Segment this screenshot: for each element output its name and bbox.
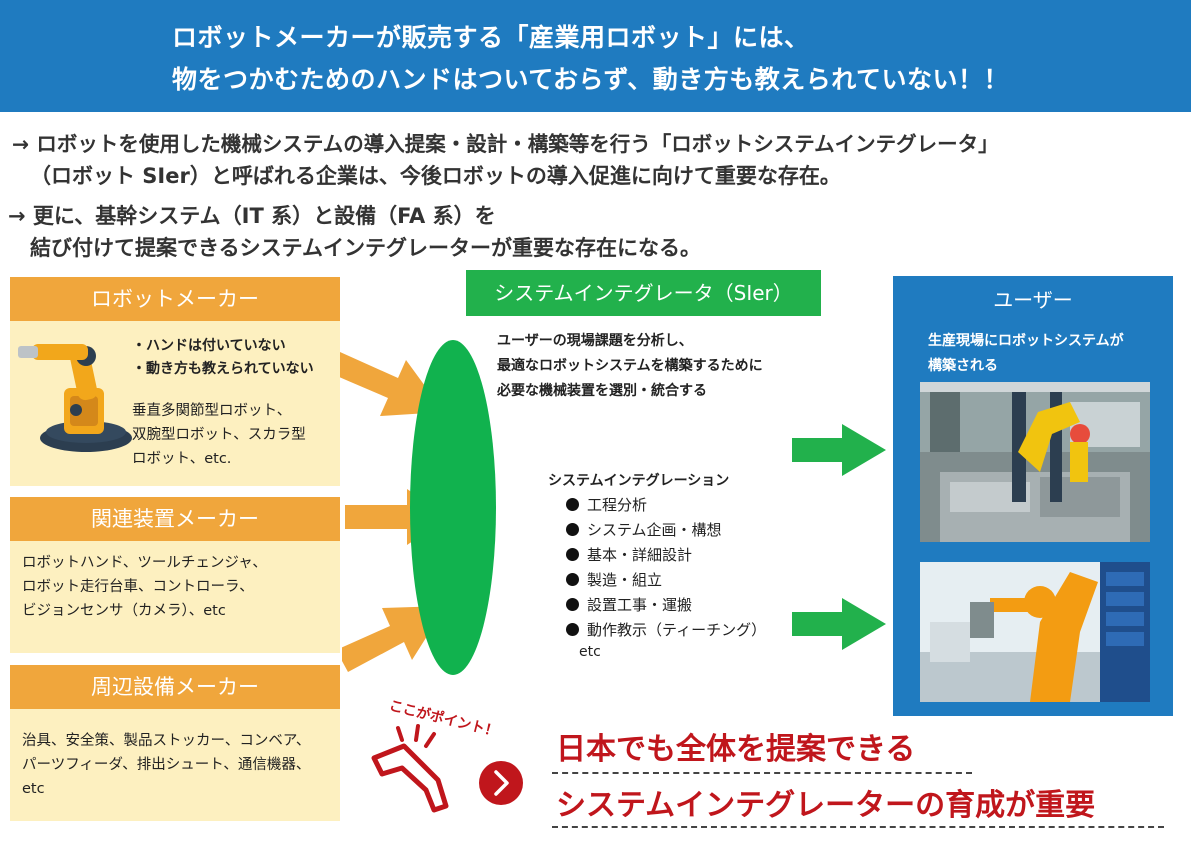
integrator-desc-2: 最適なロボットシステムを構築するために <box>497 358 763 374</box>
peripheral-maker-desc-3: etc <box>22 781 45 797</box>
integrator-desc-3: 必要な機械装置を選別・統合する <box>497 383 707 399</box>
banner-line-2: 物をつかむためのハンドはついておらず、動き方も教えられていない！！ <box>172 65 1010 94</box>
integrator-header: システムインテグレータ（SIer） <box>466 270 821 316</box>
robot-maker-arrow-icon <box>340 352 444 416</box>
integration-step: 基本・詳細設計 <box>566 544 692 565</box>
equipment-maker-desc-2: ロボット走行台車、コントローラ、 <box>22 579 254 595</box>
user-header: ユーザー <box>993 288 1073 312</box>
bullet-icon <box>566 598 579 611</box>
chevron-right-icon <box>479 761 523 805</box>
integration-step: 工程分析 <box>566 494 647 515</box>
peripheral-maker-body <box>10 709 340 821</box>
robot-maker-desc-1: 垂直多関節型ロボット、 <box>132 403 292 419</box>
integration-steps-etc: etc <box>579 644 601 660</box>
title-banner: ロボットメーカーが販売する「産業用ロボット」には、 物をつかむためのハンドはつい… <box>0 0 1191 112</box>
integration-step: 製造・組立 <box>566 569 662 590</box>
to-user-arrow-top-icon <box>792 424 886 476</box>
robot-maker-bullet-1: ・ハンドは付いていない <box>132 338 286 354</box>
user-desc-2: 構築される <box>928 358 998 374</box>
integration-step: 動作教示（ティーチング） <box>566 619 766 640</box>
dashed-underline-1 <box>552 772 972 774</box>
equipment-maker-desc-1: ロボットハンド、ツールチェンジャ、 <box>22 555 267 571</box>
bullet-icon <box>566 548 579 561</box>
peripheral-maker-desc-1: 治具、安全策、製品ストッカー、コンベア、 <box>22 733 311 749</box>
pointing-hand-icon <box>371 724 449 813</box>
point-2-line-1: → 更に、基幹システム（IT 系）と設備（FA 系）を <box>8 204 496 228</box>
point-1-line-1: → ロボットを使用した機械システムの導入提案・設計・構築等を行う「ロボットシステ… <box>12 132 999 156</box>
point-1-line-2: （ロボット SIer）と呼ばれる企業は、今後ロボットの導入促進に向けて重要な存在… <box>30 164 841 188</box>
equipment-maker-body <box>10 541 340 653</box>
user-desc-1: 生産現場にロボットシステムが <box>928 333 1124 349</box>
peripheral-maker-header: 周辺設備メーカー <box>10 665 340 709</box>
banner-line-1: ロボットメーカーが販売する「産業用ロボット」には、 <box>172 23 810 52</box>
point-2-line-2: 結び付けて提案できるシステムインテグレーターが重要な存在になる。 <box>30 236 701 260</box>
to-user-arrow-bottom-icon <box>792 598 886 650</box>
integration-step: 設置工事・運搬 <box>566 594 692 615</box>
conclusion-line-1: 日本でも全体を提案できる <box>556 732 916 767</box>
bullet-icon <box>566 523 579 536</box>
factory-robot-photo <box>920 382 1150 542</box>
assembly-robot-photo <box>920 562 1150 702</box>
bullet-icon <box>566 498 579 511</box>
conclusion-line-2: システムインテグレーターの育成が重要 <box>556 788 1096 823</box>
robot-maker-bullet-2: ・動き方も教えられていない <box>132 361 314 377</box>
bullet-icon <box>566 623 579 636</box>
peripheral-maker-arrow-icon <box>342 606 446 672</box>
integration-steps-title: システムインテグレーション <box>548 473 730 489</box>
equipment-maker-desc-3: ビジョンセンサ（カメラ）、etc <box>22 603 226 619</box>
robot-maker-header: ロボットメーカー <box>10 277 340 321</box>
bullet-icon <box>566 573 579 586</box>
industrial-robot-icon <box>18 344 132 452</box>
peripheral-maker-desc-2: パーツフィーダ、排出シュート、通信機器、 <box>22 757 311 773</box>
dashed-underline-2 <box>552 826 1164 828</box>
integration-ellipse <box>410 340 496 675</box>
integration-step: システム企画・構想 <box>566 519 722 540</box>
integrator-desc-1: ユーザーの現場課題を分析し、 <box>497 333 693 349</box>
robot-maker-desc-3: ロボット、etc. <box>132 451 232 467</box>
robot-maker-desc-2: 双腕型ロボット、スカラ型 <box>132 427 306 443</box>
equipment-maker-header: 関連装置メーカー <box>10 497 340 541</box>
